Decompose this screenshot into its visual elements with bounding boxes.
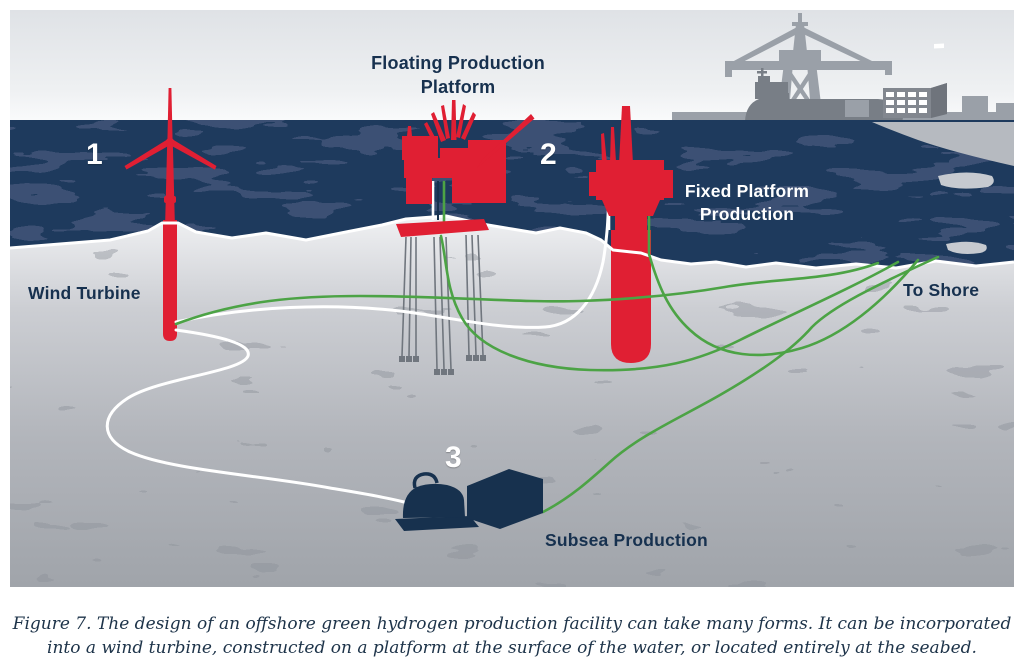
figure-caption-line2: into a wind turbine, constructed on a pl… (47, 638, 977, 659)
label-fixed-platform-production: Fixed Platform Production (684, 181, 810, 224)
figure-caption-line1: Figure 7. The design of an offshore gree… (12, 614, 1012, 634)
fixed-platform-column (611, 230, 651, 363)
floating-pontoon (396, 219, 489, 237)
floating-platform-graphic (396, 100, 535, 237)
shore-block (996, 103, 1014, 117)
sandbar (946, 241, 987, 254)
cable-floating-to-shore (439, 234, 900, 372)
cable-subsea-to-shore (541, 255, 940, 514)
fixed-platform-graphic (589, 106, 673, 236)
label-subsea-production: Subsea Production (545, 530, 708, 550)
infield-cables-white (105, 190, 611, 504)
subsea-baseplate (395, 516, 479, 531)
sandbar (938, 172, 994, 189)
anchor-blocks (399, 355, 486, 375)
cable-turbine-to-fixed-platform (174, 190, 611, 329)
waterline-edge (10, 214, 1014, 270)
marker-3-subsea: 3 (445, 441, 462, 474)
cable-turbine-to-shore (174, 261, 880, 326)
diagram-canvas: Floating Production Platform Fixed Platf… (10, 10, 1014, 587)
subsea-units-graphic (395, 469, 543, 531)
subsea-dome (402, 483, 465, 518)
cable-turbine-to-subsea (105, 328, 406, 504)
marker-2-platform: 2 (540, 138, 557, 171)
building-icon (883, 43, 947, 118)
shore-block (962, 96, 988, 117)
subsea-dome-handle (412, 472, 439, 489)
wind-turbine-graphic (124, 88, 217, 221)
flare-boom (477, 114, 535, 168)
subsea-module-box (467, 469, 543, 529)
coastline (872, 122, 1014, 166)
shore-block (845, 100, 869, 117)
label-floating-production-platform: Floating Production Platform (371, 53, 545, 97)
label-to-shore: To Shore (903, 280, 980, 300)
submerged-structures (163, 220, 651, 363)
label-wind-turbine: Wind Turbine (28, 283, 141, 303)
export-cables-green (174, 180, 940, 514)
cable-fixed-to-shore (647, 252, 920, 357)
figure-caption: Figure 7. The design of an offshore gree… (0, 612, 1024, 660)
marker-1-wind-turbine: 1 (86, 138, 103, 171)
turbine-monopile (163, 220, 177, 341)
offshore-hydrogen-diagram (10, 10, 1014, 587)
